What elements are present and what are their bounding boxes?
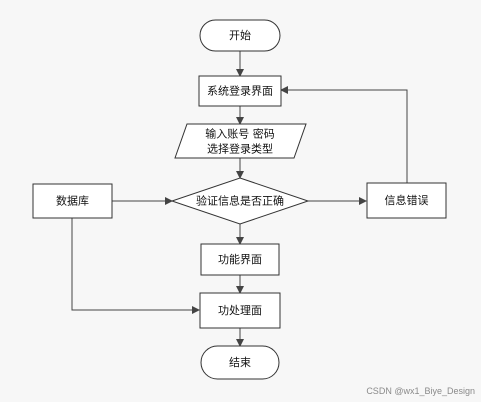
login-node: 系统登录界面 xyxy=(198,75,282,107)
watermark: CSDN @wx1_Biye_Design xyxy=(366,386,475,396)
function-label: 功能界面 xyxy=(218,252,262,266)
start-node: 开始 xyxy=(199,19,281,52)
verify-node: 验证信息是否正确 xyxy=(170,177,310,225)
process-label: 功处理面 xyxy=(218,304,262,317)
login-process-shape xyxy=(198,75,282,107)
edge-error-to-login xyxy=(280,86,408,183)
login-label: 系统登录界面 xyxy=(207,84,273,98)
process-process-shape xyxy=(199,292,281,329)
verify-label: 验证信息是否正确 xyxy=(196,194,284,208)
database-label: 数据库 xyxy=(56,194,89,208)
start-label: 开始 xyxy=(229,28,251,42)
database-node: 数据库 xyxy=(32,183,113,219)
input-label-line2: 选择登录类型 xyxy=(207,142,273,156)
input-parallelogram-shape xyxy=(174,123,307,159)
edge-database-to-process xyxy=(71,218,200,314)
verify-decision-shape xyxy=(170,177,310,225)
error-label: 信息错误 xyxy=(385,193,429,207)
function-node: 功能界面 xyxy=(200,243,280,276)
function-process-shape xyxy=(200,243,280,276)
end-label: 结束 xyxy=(229,356,251,369)
start-terminator-shape xyxy=(199,19,281,52)
edges xyxy=(71,51,408,347)
error-process-shape xyxy=(366,182,447,219)
end-node: 结束 xyxy=(200,345,280,380)
process-node: 功处理面 xyxy=(199,292,281,329)
end-terminator-shape xyxy=(200,345,280,380)
input-label-line1: 输入账号 密码 xyxy=(205,127,275,141)
database-process-shape xyxy=(32,183,113,219)
error-node: 信息错误 xyxy=(366,182,447,219)
input-node: 输入账号 密码 选择登录类型 xyxy=(174,123,307,159)
